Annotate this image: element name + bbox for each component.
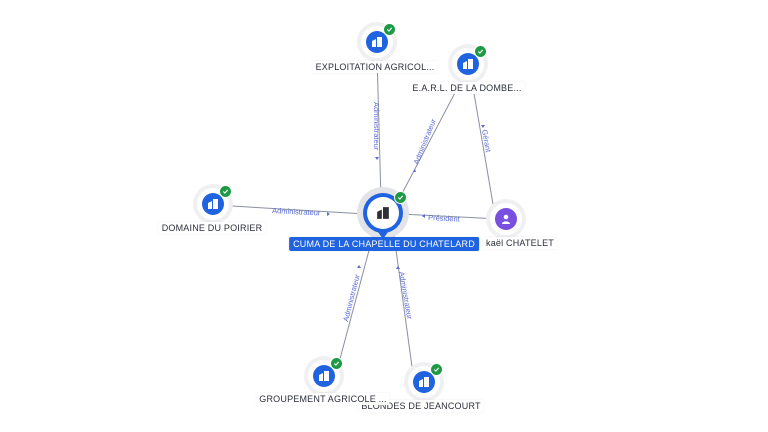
node-blondes[interactable] [408,363,443,398]
building-icon [457,53,479,75]
node-label-exploitation[interactable]: EXPLOITATION AGRICOL... [312,61,438,73]
verified-check-icon [430,363,443,376]
map-pin-pointer [378,232,388,239]
edge-groupement [336,227,376,371]
edge-blondes [392,227,414,375]
node-label-center[interactable]: CUMA DE LA CHAPELLE DU CHATELARD [289,237,479,251]
building-icon [202,193,224,215]
node-domaine[interactable] [197,185,232,220]
edge-arrow [375,157,379,160]
edge-label-earl: Administrateur [412,117,439,166]
node-label-earl[interactable]: E.A.R.L. DE LA DOMBE... [409,82,525,94]
node-groupement[interactable] [308,357,343,392]
node-label-domaine[interactable]: DOMAINE DU POIRIER [158,222,266,234]
node-label-groupement[interactable]: GROUPEMENT AGRICOLE ... [256,393,390,405]
edge-label-domaine: Administrateur [272,206,321,218]
edge-exploitation [376,54,382,201]
edge-arrow [327,212,330,216]
edge-label-earl-person: Gérant [480,129,493,154]
verified-check-icon [474,45,487,58]
verified-check-icon [383,23,396,36]
edge-label-groupement: Administrateur [341,273,362,323]
building-icon [413,371,435,393]
edge-label-blondes: Administrateur [397,271,414,321]
verified-check-icon [330,357,343,370]
edge-label-exploitation: Administrateur [372,102,381,151]
building-icon [313,365,335,387]
node-person[interactable] [490,203,522,235]
edge-arrow [396,266,400,269]
edge-arrow [413,169,416,172]
building-icon [367,197,399,229]
edge-domaine [214,204,367,215]
edge-arrow [422,214,425,218]
edge-person [399,213,501,220]
node-label-person[interactable]: kaël CHATELET [483,237,557,249]
edge-arrow [481,125,485,128]
node-exploitation[interactable] [361,23,396,58]
verified-check-icon [219,185,232,198]
person-icon [495,208,517,230]
building-icon [366,31,388,53]
verified-check-icon [394,191,407,204]
edge-arrow [357,265,361,268]
node-earl[interactable] [452,45,487,80]
edge-label-person: Président [428,213,461,224]
node-center[interactable] [363,191,407,239]
